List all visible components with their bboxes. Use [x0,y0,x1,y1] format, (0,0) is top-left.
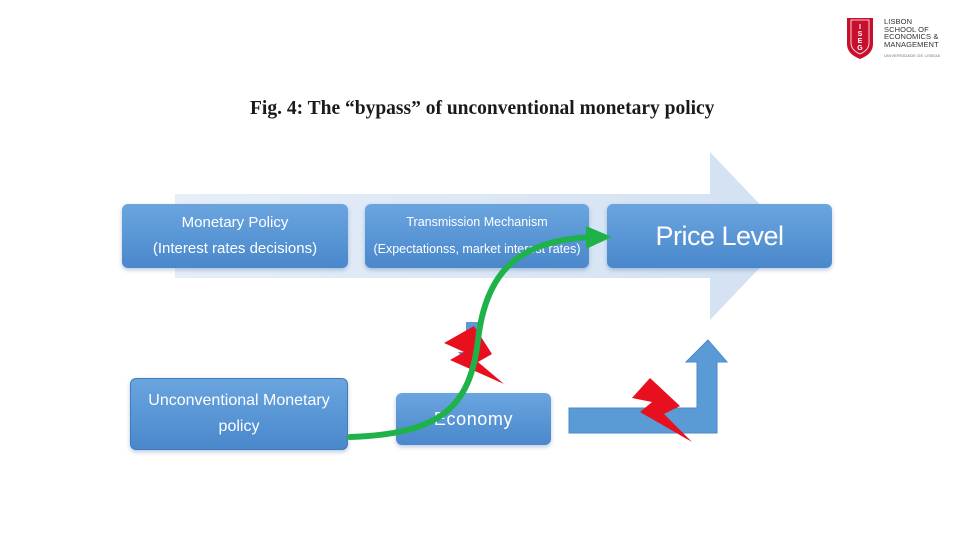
logo-wordmark: LISBON SCHOOL OF ECONOMICS & MANAGEMENT [884,18,939,48]
economy-to-price-arrow [568,339,729,434]
svg-text:G: G [857,45,863,52]
logo-line: LISBON [884,17,913,26]
box-label: Transmission Mechanism [406,215,548,229]
figure-title: Fig. 4: The “bypass” of unconventional m… [250,98,715,119]
logo-line: ECONOMICS & [884,32,939,42]
monetary-policy-box: Monetary Policy (Interest rates decision… [122,204,348,268]
unconventional-monetary-policy-box: Unconventional Monetary policy [130,378,348,450]
transmission-mechanism-box: Transmission Mechanism (Expectationss, m… [365,204,589,268]
bypass-arrow [347,234,595,440]
lightning-bolt-icon [632,378,692,442]
logo-line: MANAGEMENT [884,39,939,49]
economy-box: Economy [396,393,551,445]
svg-text:I: I [859,24,861,31]
box-label: policy [218,418,260,435]
svg-text:S: S [858,31,863,38]
bypass-arrowhead [586,226,612,249]
iseg-seal-icon: I S E G [847,18,873,59]
logo-subline: UNIVERSIDADE DE LISBOA [884,54,941,58]
iseg-logo: I S E G LISBON SCHOOL OF ECONOMICS & MAN… [845,16,955,60]
svg-text:E: E [858,38,863,45]
box-label: Economy [433,408,514,429]
box-label: Monetary Policy [181,214,289,231]
logo-line: SCHOOL OF [884,24,929,34]
box-label: (Interest rates decisions) [152,240,318,257]
box-label: Unconventional Monetary [148,392,330,409]
box-label: Price Level [655,220,784,251]
price-level-box: Price Level [607,204,832,268]
